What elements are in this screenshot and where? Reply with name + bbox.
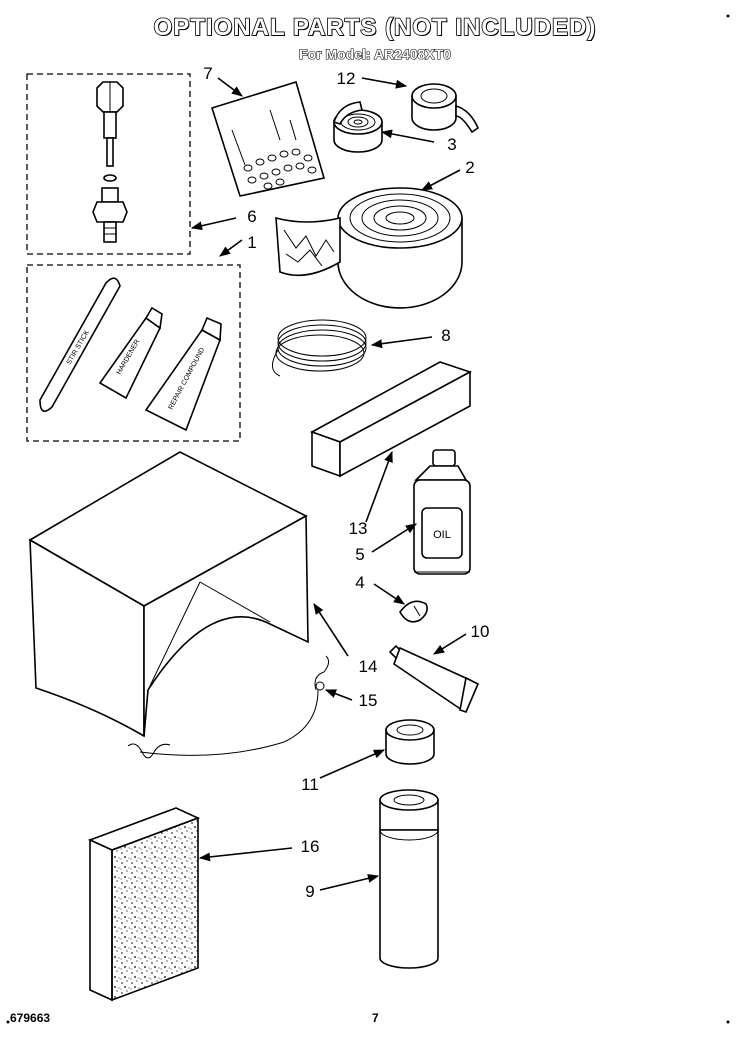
callout-6: 6 [247, 207, 256, 226]
corner-mark [6, 1020, 10, 1024]
part-9-aerosol-can [379, 789, 439, 969]
callout-15: 15 [359, 691, 378, 710]
part-1-stir-stick: STIR STICK [39, 277, 121, 412]
callout-numbers: 7 12 3 2 6 1 8 13 5 4 14 10 15 11 16 9 [203, 64, 489, 901]
callout-9: 9 [305, 882, 314, 901]
callout-5: 5 [355, 545, 364, 564]
part-8-wire-coil [272, 319, 367, 377]
part-7-screw-bag [210, 80, 326, 197]
kit-box-1 [26, 264, 241, 442]
document-number: 679663 [10, 1011, 51, 1025]
callout-10: 10 [471, 622, 490, 641]
part-13-foam-block [310, 361, 473, 478]
kit-box-6 [26, 73, 191, 255]
part-4-nozzle-cap [399, 600, 428, 623]
callout-1: 1 [247, 233, 256, 252]
callout-13: 13 [349, 519, 368, 538]
part-1-tube-hardener: HARDENER [98, 306, 163, 400]
oil-label: OIL [433, 529, 451, 541]
corner-mark [726, 1020, 730, 1024]
page-number: 7 [372, 1011, 379, 1025]
callout-4: 4 [355, 573, 364, 592]
part-10-squeeze-tube [388, 644, 480, 713]
callout-7: 7 [203, 64, 212, 83]
callout-12: 12 [337, 69, 356, 88]
part-11-small-roll [385, 719, 435, 765]
callout-3: 3 [447, 135, 456, 154]
part-6-valve-fitting [92, 81, 128, 243]
part-14-cover [28, 451, 309, 738]
leader-lines [190, 77, 467, 891]
part-12-tape-roll [411, 83, 480, 134]
callout-2: 2 [465, 158, 474, 177]
callout-16: 16 [301, 837, 320, 856]
part-15-strap [127, 655, 330, 759]
model-subtitle: For Model: AR2408XT0 [298, 45, 451, 62]
callout-8: 8 [441, 326, 450, 345]
corner-mark [726, 14, 730, 18]
part-5-oil-bottle: OIL [413, 449, 471, 575]
part-2-insulation-roll [275, 187, 463, 309]
page-title: OPTIONAL PARTS (NOT INCLUDED) [153, 13, 597, 42]
part-16-filter-pad [87, 807, 201, 1002]
part-3-small-tape-roll [332, 101, 383, 153]
callout-11: 11 [301, 775, 319, 794]
callout-14: 14 [359, 657, 378, 676]
